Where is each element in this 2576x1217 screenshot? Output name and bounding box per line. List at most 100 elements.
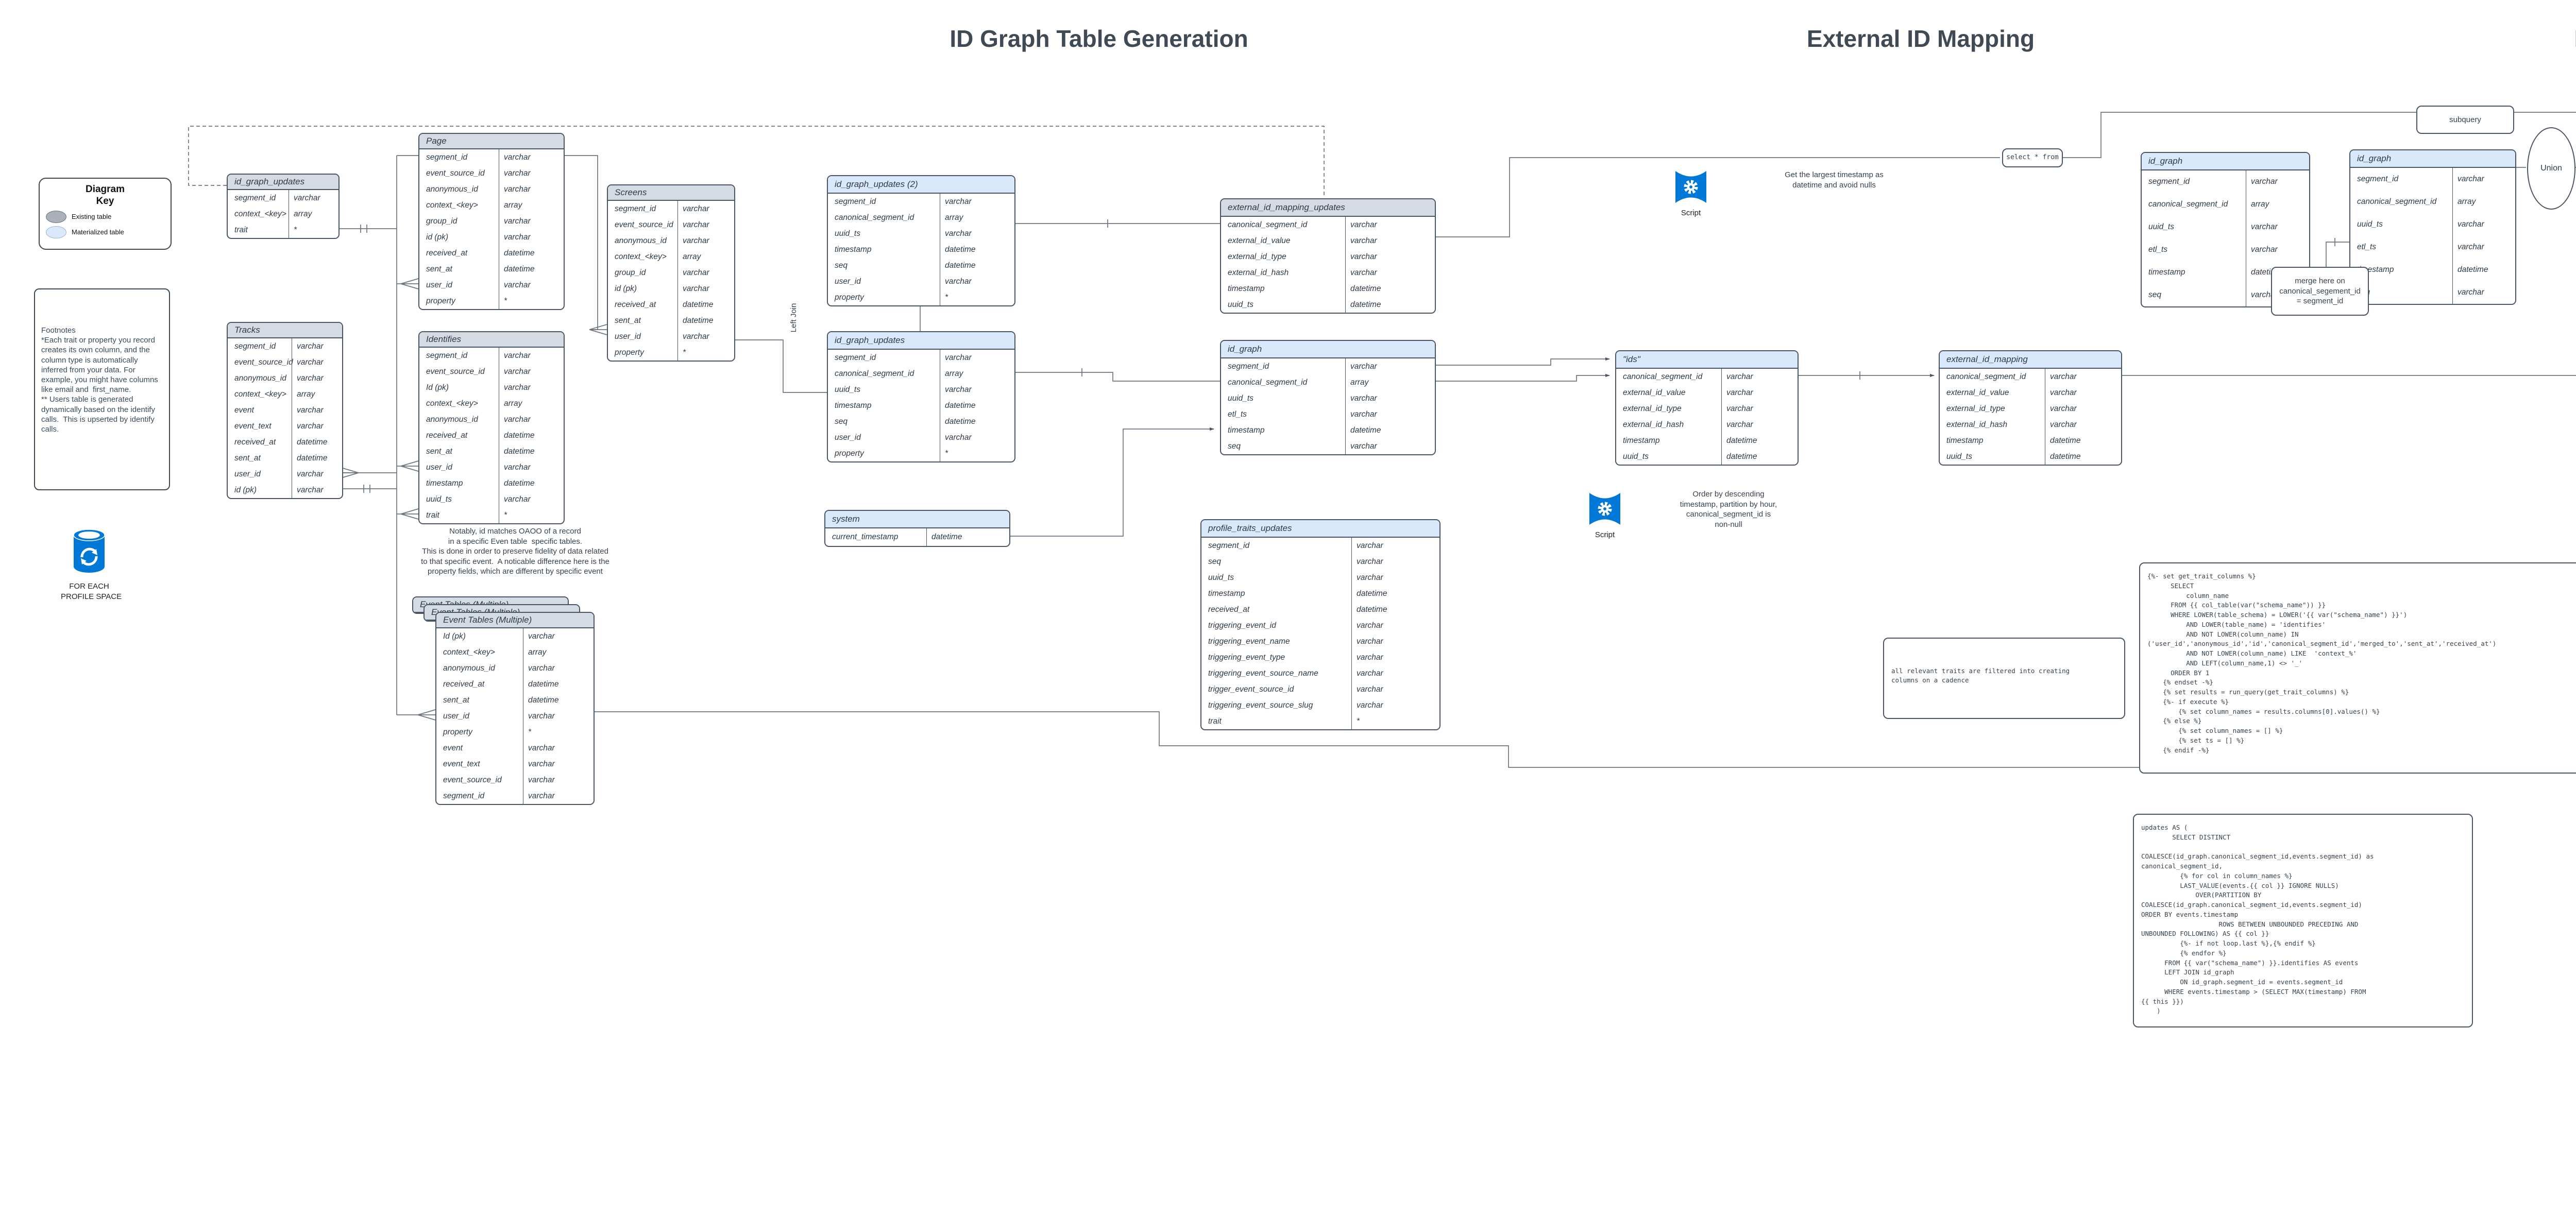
column-name: canonical_segment_id bbox=[1228, 220, 1308, 229]
column-name: sent_at bbox=[234, 453, 261, 462]
column-name: received_at bbox=[234, 437, 276, 447]
column-name: context_<key> bbox=[443, 647, 495, 657]
column-name: event_source_id bbox=[443, 775, 502, 784]
column-type: varchar bbox=[2246, 238, 2309, 261]
connector bbox=[400, 508, 419, 520]
column-type: varchar bbox=[1345, 233, 1435, 249]
column-type: datetime bbox=[2452, 259, 2515, 281]
column-type: varchar bbox=[499, 412, 564, 427]
script-label: Script bbox=[1595, 530, 1615, 539]
column-type: * bbox=[940, 445, 1014, 461]
connector bbox=[1013, 372, 1220, 382]
column-name: uuid_ts bbox=[835, 229, 860, 238]
column-type: varchar bbox=[499, 165, 564, 181]
connector bbox=[1434, 374, 1610, 382]
column-type: varchar bbox=[1345, 406, 1435, 422]
column-type: varchar bbox=[677, 233, 734, 249]
column-row: event varchar bbox=[228, 402, 342, 418]
column-type: array bbox=[2452, 191, 2515, 213]
column-name: segment_id bbox=[426, 351, 468, 360]
column-name: user_id bbox=[234, 469, 261, 478]
table-title: Screens bbox=[608, 185, 734, 201]
table-title: Identifies bbox=[419, 332, 564, 348]
column-row: property* bbox=[419, 293, 564, 309]
column-name: Id (pk) bbox=[426, 383, 449, 392]
column-type: varchar bbox=[499, 213, 564, 229]
column-name: canonical_segment_id bbox=[835, 213, 914, 222]
connector bbox=[1008, 427, 1214, 537]
column-type: * bbox=[289, 222, 338, 238]
column-type: array bbox=[499, 197, 564, 213]
column-row: context_<key>array bbox=[436, 644, 594, 660]
table-external_id_mapping_updates: external_id_mapping_updates canonical_seg… bbox=[1220, 198, 1436, 314]
column-row: context_<key>array bbox=[228, 206, 338, 222]
column-name: id (pk) bbox=[615, 284, 637, 293]
column-name: trait bbox=[426, 510, 439, 520]
note-identifies_note: Notably, id matches OAOO of a record in … bbox=[421, 527, 609, 576]
column-name: sent_at bbox=[426, 264, 452, 273]
table-title: external_id_mapping_updates bbox=[1221, 199, 1435, 217]
column-type: varchar bbox=[499, 364, 564, 380]
column-name: external_id_hash bbox=[1623, 420, 1684, 429]
column-type: varchar bbox=[2452, 213, 2515, 236]
column-type: varchar bbox=[1351, 618, 1439, 633]
column-name: event bbox=[443, 743, 463, 752]
column-type: datetime bbox=[499, 245, 564, 261]
column-type: varchar bbox=[292, 370, 342, 386]
column-type: datetime bbox=[940, 414, 1014, 430]
column-name: uuid_ts bbox=[835, 385, 860, 394]
column-name: sent_at bbox=[443, 695, 469, 705]
column-row: id (pk)varchar bbox=[419, 229, 564, 245]
table-title: id_graph bbox=[1221, 341, 1435, 358]
column-row: property* bbox=[828, 289, 1014, 305]
column-type: varchar bbox=[292, 466, 342, 482]
column-name: received_at bbox=[426, 431, 468, 440]
note-script1_note: Get the largest timestamp as datetime an… bbox=[1785, 170, 1884, 190]
column-type: varchar bbox=[1721, 369, 1798, 385]
connector bbox=[400, 460, 419, 472]
column-type: varchar bbox=[499, 491, 564, 507]
gray-table-swatch bbox=[46, 210, 66, 223]
column-name: received_at bbox=[443, 679, 485, 689]
column-name: event bbox=[234, 405, 254, 415]
column-type: varchar bbox=[499, 380, 564, 396]
column-type: datetime bbox=[940, 398, 1014, 414]
column-name: etl_ts bbox=[1228, 409, 1247, 419]
column-type: varchar bbox=[499, 149, 564, 165]
column-type: varchar bbox=[499, 348, 564, 364]
column-name: user_id bbox=[835, 433, 861, 442]
connector bbox=[1434, 357, 1610, 366]
column-type: array bbox=[499, 396, 564, 412]
column-name: etl_ts bbox=[2357, 243, 2377, 252]
column-type: varchar bbox=[292, 402, 342, 418]
column-type: datetime bbox=[677, 313, 734, 329]
column-name: context_<key> bbox=[234, 209, 286, 218]
column-type: varchar bbox=[677, 281, 734, 297]
